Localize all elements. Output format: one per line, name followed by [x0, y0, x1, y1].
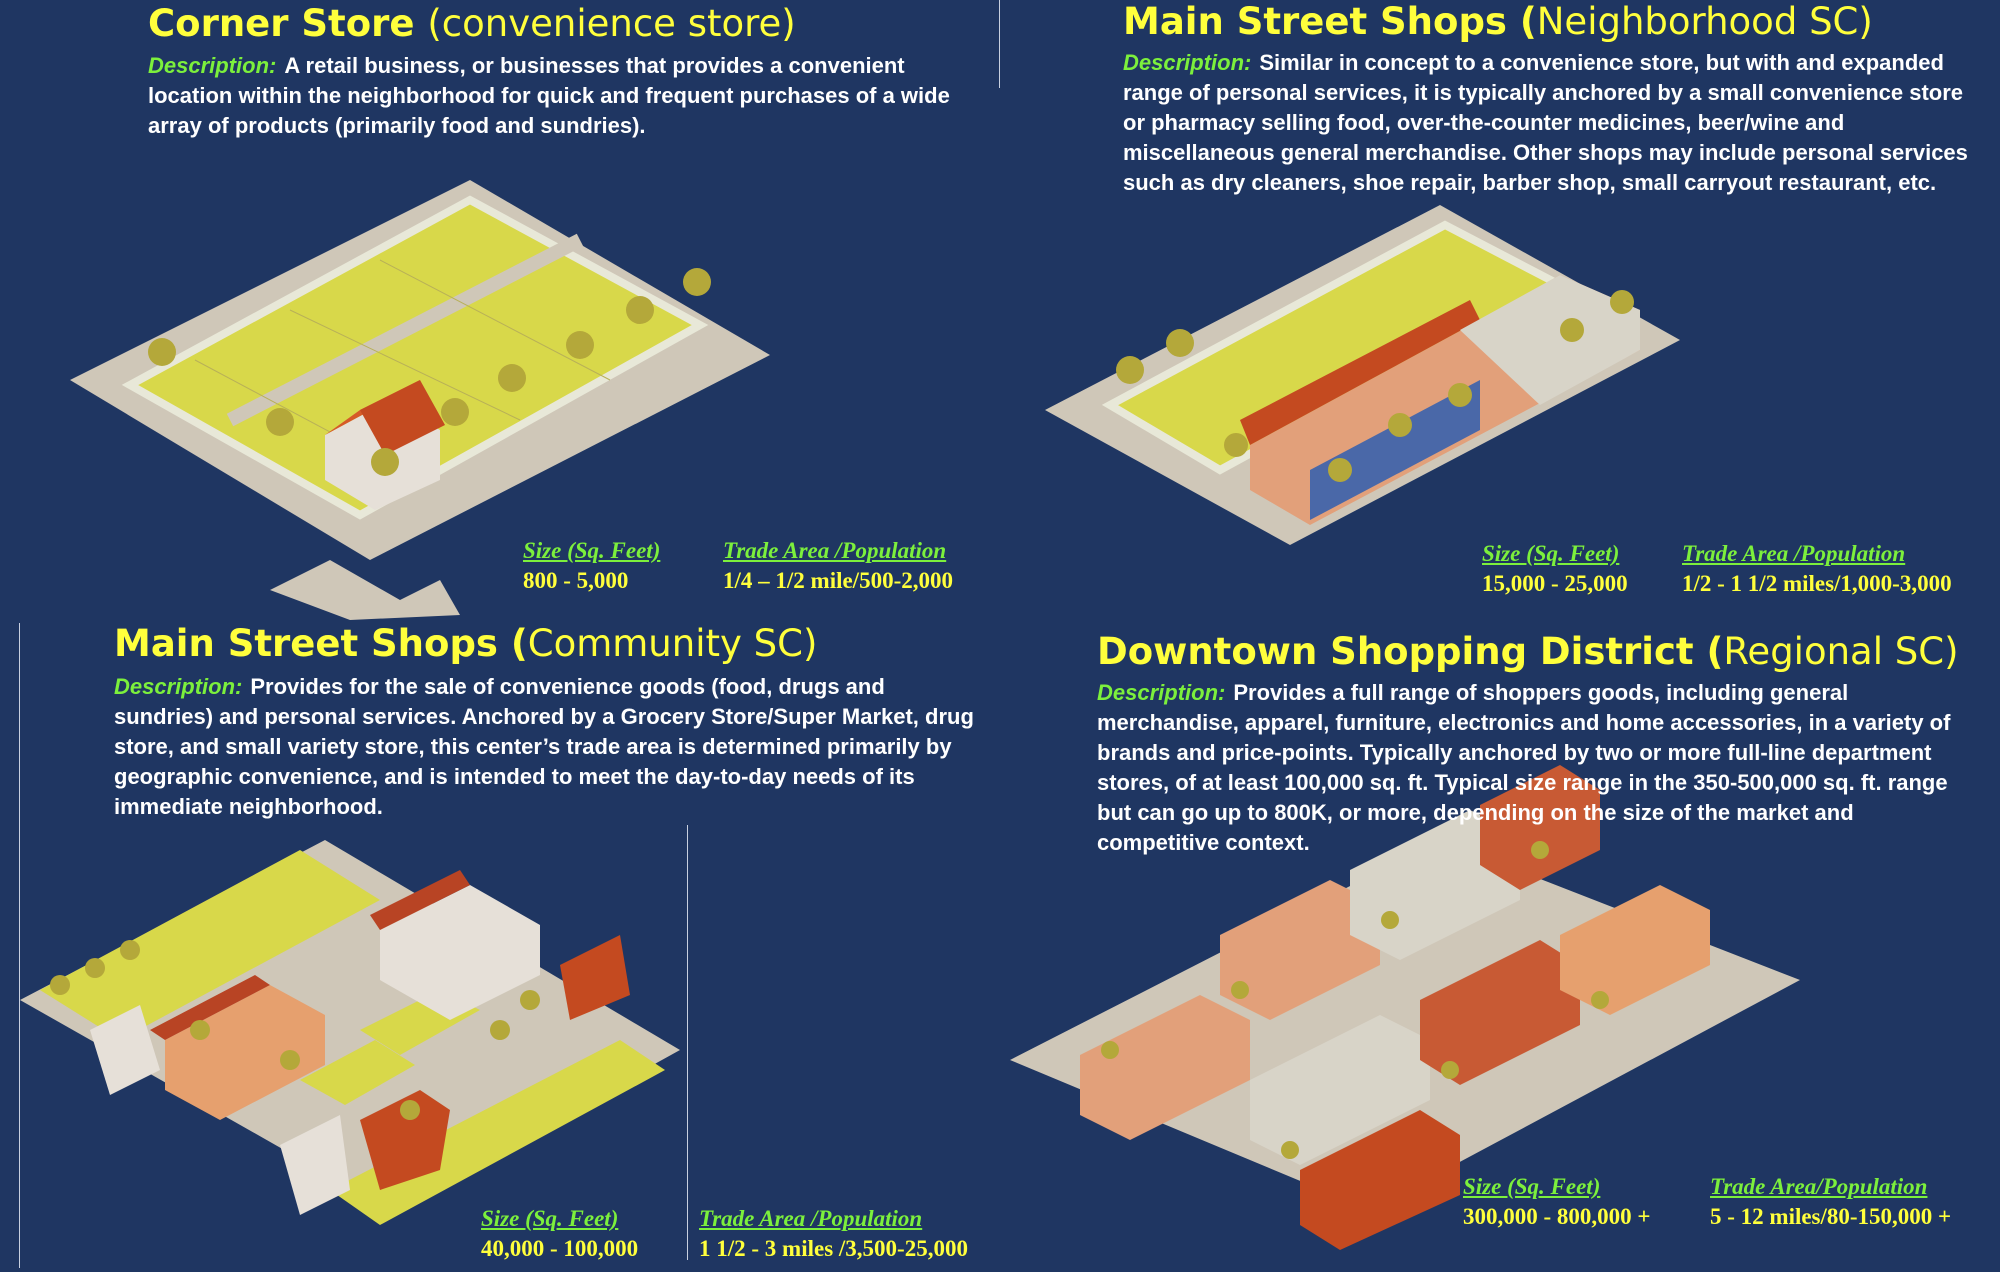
divider-line-left	[19, 623, 20, 1268]
corner-store-title: Corner Store (convenience store)	[148, 2, 796, 45]
downtown-district-illustration	[1010, 765, 1800, 1250]
neighborhood-sc-illustration	[1045, 205, 1680, 545]
downtown-district-description: Description:Provides a full range of sho…	[1097, 680, 1951, 855]
community-sc-size: Size (Sq. Feet)40,000 - 100,000	[481, 1206, 639, 1261]
corner-store-illustration	[70, 180, 770, 620]
corner-store-size: Size (Sq. Feet)800 - 5,000	[523, 538, 661, 593]
neighborhood-sc-size: Size (Sq. Feet)15,000 - 25,000	[1482, 541, 1628, 596]
neighborhood-sc-title: Main Street Shops (Neighborhood SC)	[1123, 0, 1873, 43]
community-sc-illustration	[20, 840, 680, 1225]
downtown-district-title: Downtown Shopping District (Regional SC)	[1097, 630, 1959, 673]
divider-line-center	[687, 825, 688, 1260]
community-sc-title: Main Street Shops (Community SC)	[114, 622, 818, 665]
corner-store-description: Description:A retail business, or busine…	[148, 53, 950, 138]
community-sc-description: Description:Provides for the sale of con…	[114, 674, 974, 819]
divider-line-top	[999, 0, 1000, 88]
neighborhood-sc-description: Description:Similar in concept to a conv…	[1123, 50, 1968, 195]
downtown-district-size: Size (Sq. Feet)300,000 - 800,000 +	[1463, 1174, 1651, 1229]
